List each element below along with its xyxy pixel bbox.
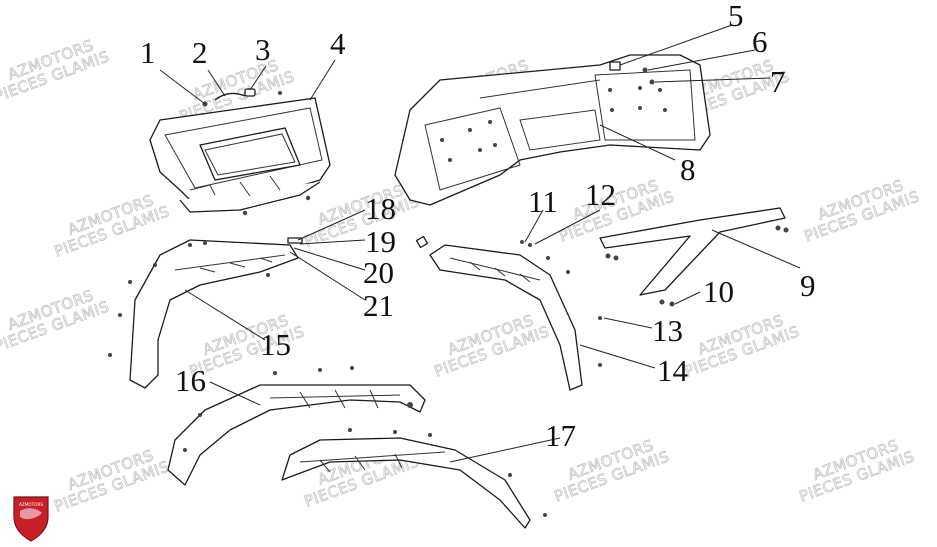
callout-20: 20 — [363, 255, 394, 290]
leader-lines — [159, 24, 801, 463]
azmotors-logo: AZMOTORS — [13, 496, 49, 542]
watermark: AZMOTORS PIECES GLAMIS — [51, 191, 172, 261]
callout-4: 4 — [330, 26, 346, 61]
nut-3 — [244, 88, 256, 97]
callout-14: 14 — [657, 353, 689, 388]
callout-10: 10 — [703, 274, 734, 309]
part-rear-panel — [394, 54, 711, 206]
logo-shield-icon — [13, 496, 49, 542]
callout-21: 21 — [363, 288, 394, 323]
part-right-flap — [281, 428, 547, 529]
rear-panel-holes — [440, 86, 667, 162]
right-fender-bolts — [520, 240, 602, 367]
part-left-fender — [108, 237, 303, 389]
logo-text: AZMOTORS — [19, 502, 43, 507]
right-flap-bolts — [348, 428, 547, 517]
callout-15: 15 — [260, 327, 291, 362]
clip-18 — [287, 237, 303, 244]
left-fender-bolts — [108, 241, 270, 357]
callout-5: 5 — [728, 0, 744, 33]
watermark: AZMOTORS PIECES GLAMIS — [796, 436, 917, 506]
callout-12: 12 — [585, 177, 616, 212]
part-left-flap — [167, 366, 426, 486]
part-front-panel — [149, 88, 331, 216]
part-y-brace — [599, 207, 789, 307]
nut-7 — [649, 79, 655, 85]
callout-17: 17 — [545, 418, 576, 453]
callout-19: 19 — [365, 224, 396, 259]
callout-labels: 1 2 3 4 5 6 7 8 9 10 11 12 13 14 15 16 1… — [140, 0, 816, 453]
part-right-fender — [415, 235, 602, 391]
callout-7: 7 — [770, 64, 786, 99]
bracket-5 — [609, 61, 621, 71]
watermark: AZMOTORS PIECES GLAMIS — [801, 176, 922, 246]
callout-8: 8 — [680, 152, 696, 187]
watermark: AZMOTORS PIECES GLAMIS — [0, 286, 112, 356]
callout-13: 13 — [652, 313, 683, 348]
brace-bolts — [605, 225, 789, 307]
callout-2: 2 — [192, 35, 208, 70]
bolt-10 — [659, 299, 665, 305]
callout-16: 16 — [175, 363, 206, 398]
watermark: AZMOTORS PIECES GLAMIS — [51, 446, 172, 516]
watermark: AZMOTORS PIECES GLAMIS — [431, 311, 552, 381]
clip-right — [415, 235, 429, 249]
bolt-13 — [598, 316, 602, 320]
watermark: AZMOTORS PIECES GLAMIS — [0, 36, 112, 106]
callout-3: 3 — [255, 32, 271, 67]
callout-6: 6 — [752, 24, 768, 59]
callout-1: 1 — [140, 35, 156, 70]
callout-9: 9 — [800, 268, 816, 303]
callout-18: 18 — [365, 191, 396, 226]
screw-6 — [642, 67, 648, 73]
callout-11: 11 — [528, 184, 558, 219]
left-flap-bolts — [183, 366, 413, 452]
clip-2 — [214, 92, 246, 101]
watermark: AZMOTORS PIECES GLAMIS — [681, 311, 802, 381]
